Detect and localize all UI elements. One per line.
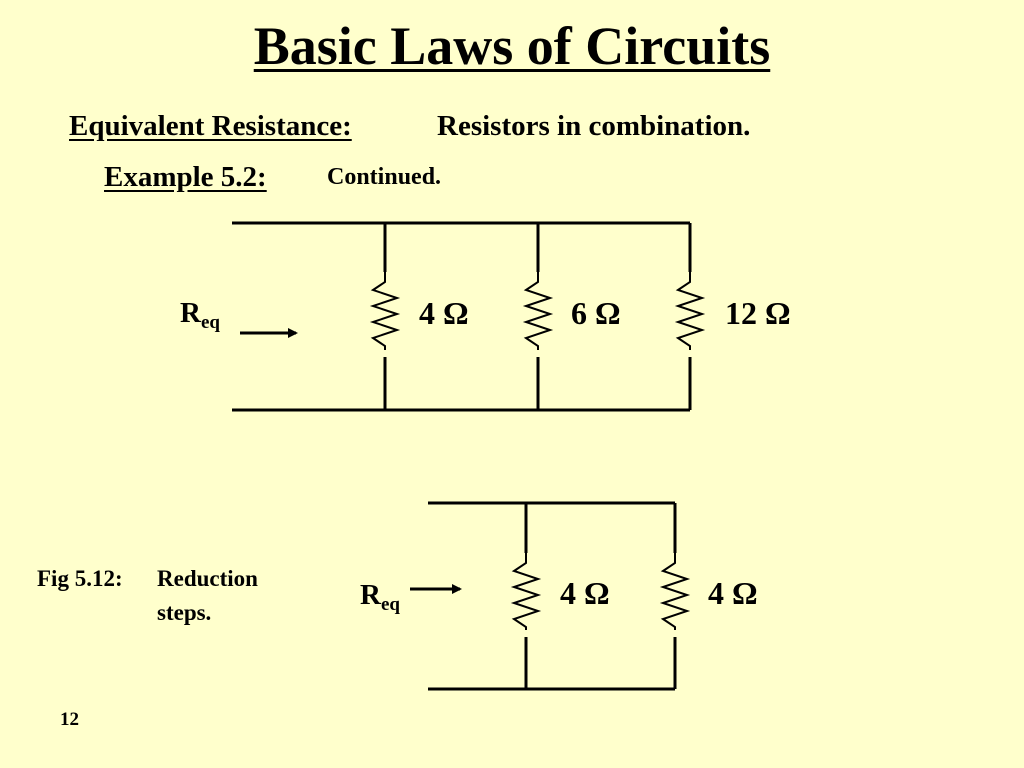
req-label-top: Req	[180, 297, 220, 334]
example-text: Continued.	[327, 164, 442, 190]
slide-number: 12	[60, 709, 79, 730]
figure-caption-line2: steps.	[157, 600, 212, 625]
figure-label: Fig 5.12:	[37, 566, 123, 591]
subtitle-text: Resistors in combination.	[437, 110, 751, 142]
slide-title-text: Basic Laws of Circuits	[253, 16, 771, 76]
resistor-3-symbol	[674, 272, 706, 350]
resistor-a-symbol	[510, 553, 542, 630]
resistor-3-value: 12 Ω	[725, 295, 791, 331]
resistor-2-value: 6 Ω	[571, 295, 621, 331]
circuit-top	[232, 221, 706, 412]
req-label-bottom-main: R	[360, 579, 381, 611]
resistor-1-symbol	[369, 272, 401, 350]
figure-caption-line1: Reduction	[157, 566, 258, 591]
resistor-1-value: 4 Ω	[419, 295, 469, 331]
req-label-bottom-sub: eq	[380, 594, 400, 615]
req-label-top-main: R	[180, 297, 201, 329]
subtitle-label: Equivalent Resistance:	[69, 110, 352, 142]
example-label: Example 5.2:	[104, 161, 267, 193]
resistor-b-value: 4 Ω	[708, 575, 758, 611]
resistor-b-symbol	[659, 553, 691, 630]
req-label-bottom: Req	[360, 579, 400, 616]
slide-title: Basic Laws of Circuits	[0, 14, 1024, 78]
circuit-bottom	[410, 501, 691, 691]
req-label-top-sub: eq	[200, 312, 220, 333]
resistor-a-value: 4 Ω	[560, 575, 610, 611]
resistor-2-symbol	[522, 272, 554, 350]
